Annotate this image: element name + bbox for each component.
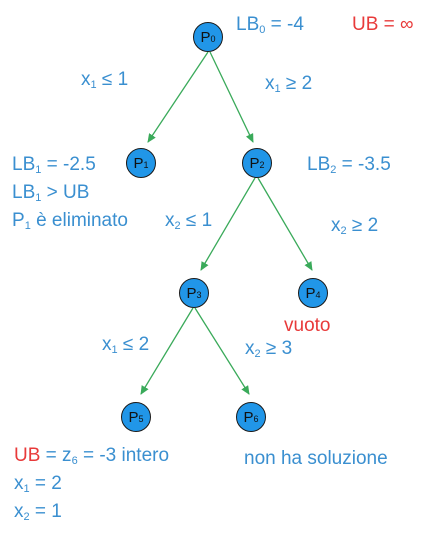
edge-p3-p6 xyxy=(194,307,250,395)
p1-lower-bound: LB1 = -2.5 xyxy=(12,154,96,176)
p5-x2-value: x2 = 1 xyxy=(14,501,62,523)
root-upper-bound: UB = ∞ xyxy=(352,14,414,35)
edge-label-p0-p1: x1 ≤ 1 xyxy=(81,69,129,91)
edge-label-p3-p5: x1 ≤ 2 xyxy=(102,334,150,356)
edge-p0-p2 xyxy=(209,51,254,143)
edge-label-p2-p4: x2 ≥ 2 xyxy=(331,215,379,237)
edge-label-p0-p2: x1 ≥ 2 xyxy=(265,73,313,95)
p2-lower-bound: LB2 = -3.5 xyxy=(307,154,391,176)
p4-empty-note: vuoto xyxy=(284,315,331,336)
edge-p0-p1 xyxy=(147,51,209,143)
edge-p2-p3 xyxy=(200,177,256,271)
p5-upper-bound: UB = z6 = -3 intero xyxy=(14,445,170,467)
root-lower-bound: LB0 = -4 xyxy=(236,14,304,36)
edge-label-p2-p3: x2 ≤ 1 xyxy=(165,210,213,232)
p6-no-solution-note: non ha soluzione xyxy=(244,448,388,469)
edge-p2-p4 xyxy=(257,177,313,271)
edge-label-p3-p6: x2 ≥ 3 xyxy=(245,338,293,360)
p1-eliminated-note: P1 è eliminato xyxy=(12,210,128,232)
p5-x1-value: x1 = 2 xyxy=(14,473,62,495)
p1-bound-comparison: LB1 > UB xyxy=(12,182,90,204)
edge-p3-p5 xyxy=(140,307,194,395)
